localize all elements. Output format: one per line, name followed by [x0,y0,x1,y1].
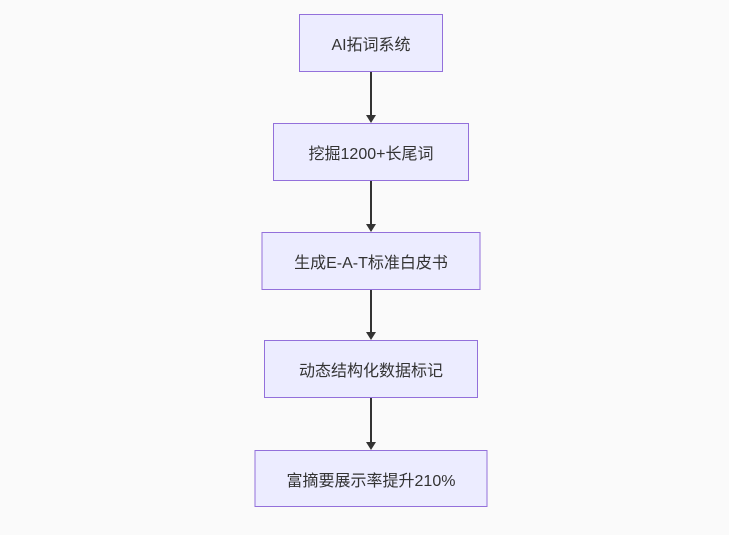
arrowhead-down-icon [366,442,376,450]
flow-node-label: 生成E-A-T标准白皮书 [294,255,448,272]
flow-node-label: 动态结构化数据标记 [298,363,443,380]
arrow-line [370,181,372,224]
flow-node-structured-data-markup: 动态结构化数据标记 [264,340,478,398]
flow-node-label: 富摘要展示率提升210% [286,472,456,490]
arrowhead-down-icon [366,332,376,340]
flow-edge-3 [366,290,376,340]
arrow-line [370,290,372,332]
flow-node-label: AI拓词系统 [331,37,411,54]
flow-edge-4 [366,398,376,450]
flow-node-longtail-keywords: 挖掘1200+长尾词 [273,123,469,181]
flow-edge-1 [366,72,376,123]
arrow-line [370,72,372,115]
flow-node-label: 挖掘1200+长尾词 [308,146,434,163]
arrow-line [370,398,372,442]
flow-node-ai-expansion-system: AI拓词系统 [299,14,443,72]
flow-node-rich-snippet-rate: 富摘要展示率提升210% [254,450,488,507]
arrowhead-down-icon [366,115,376,123]
flow-edge-2 [366,181,376,232]
flow-node-eat-whitepaper: 生成E-A-T标准白皮书 [261,232,481,290]
arrowhead-down-icon [366,224,376,232]
